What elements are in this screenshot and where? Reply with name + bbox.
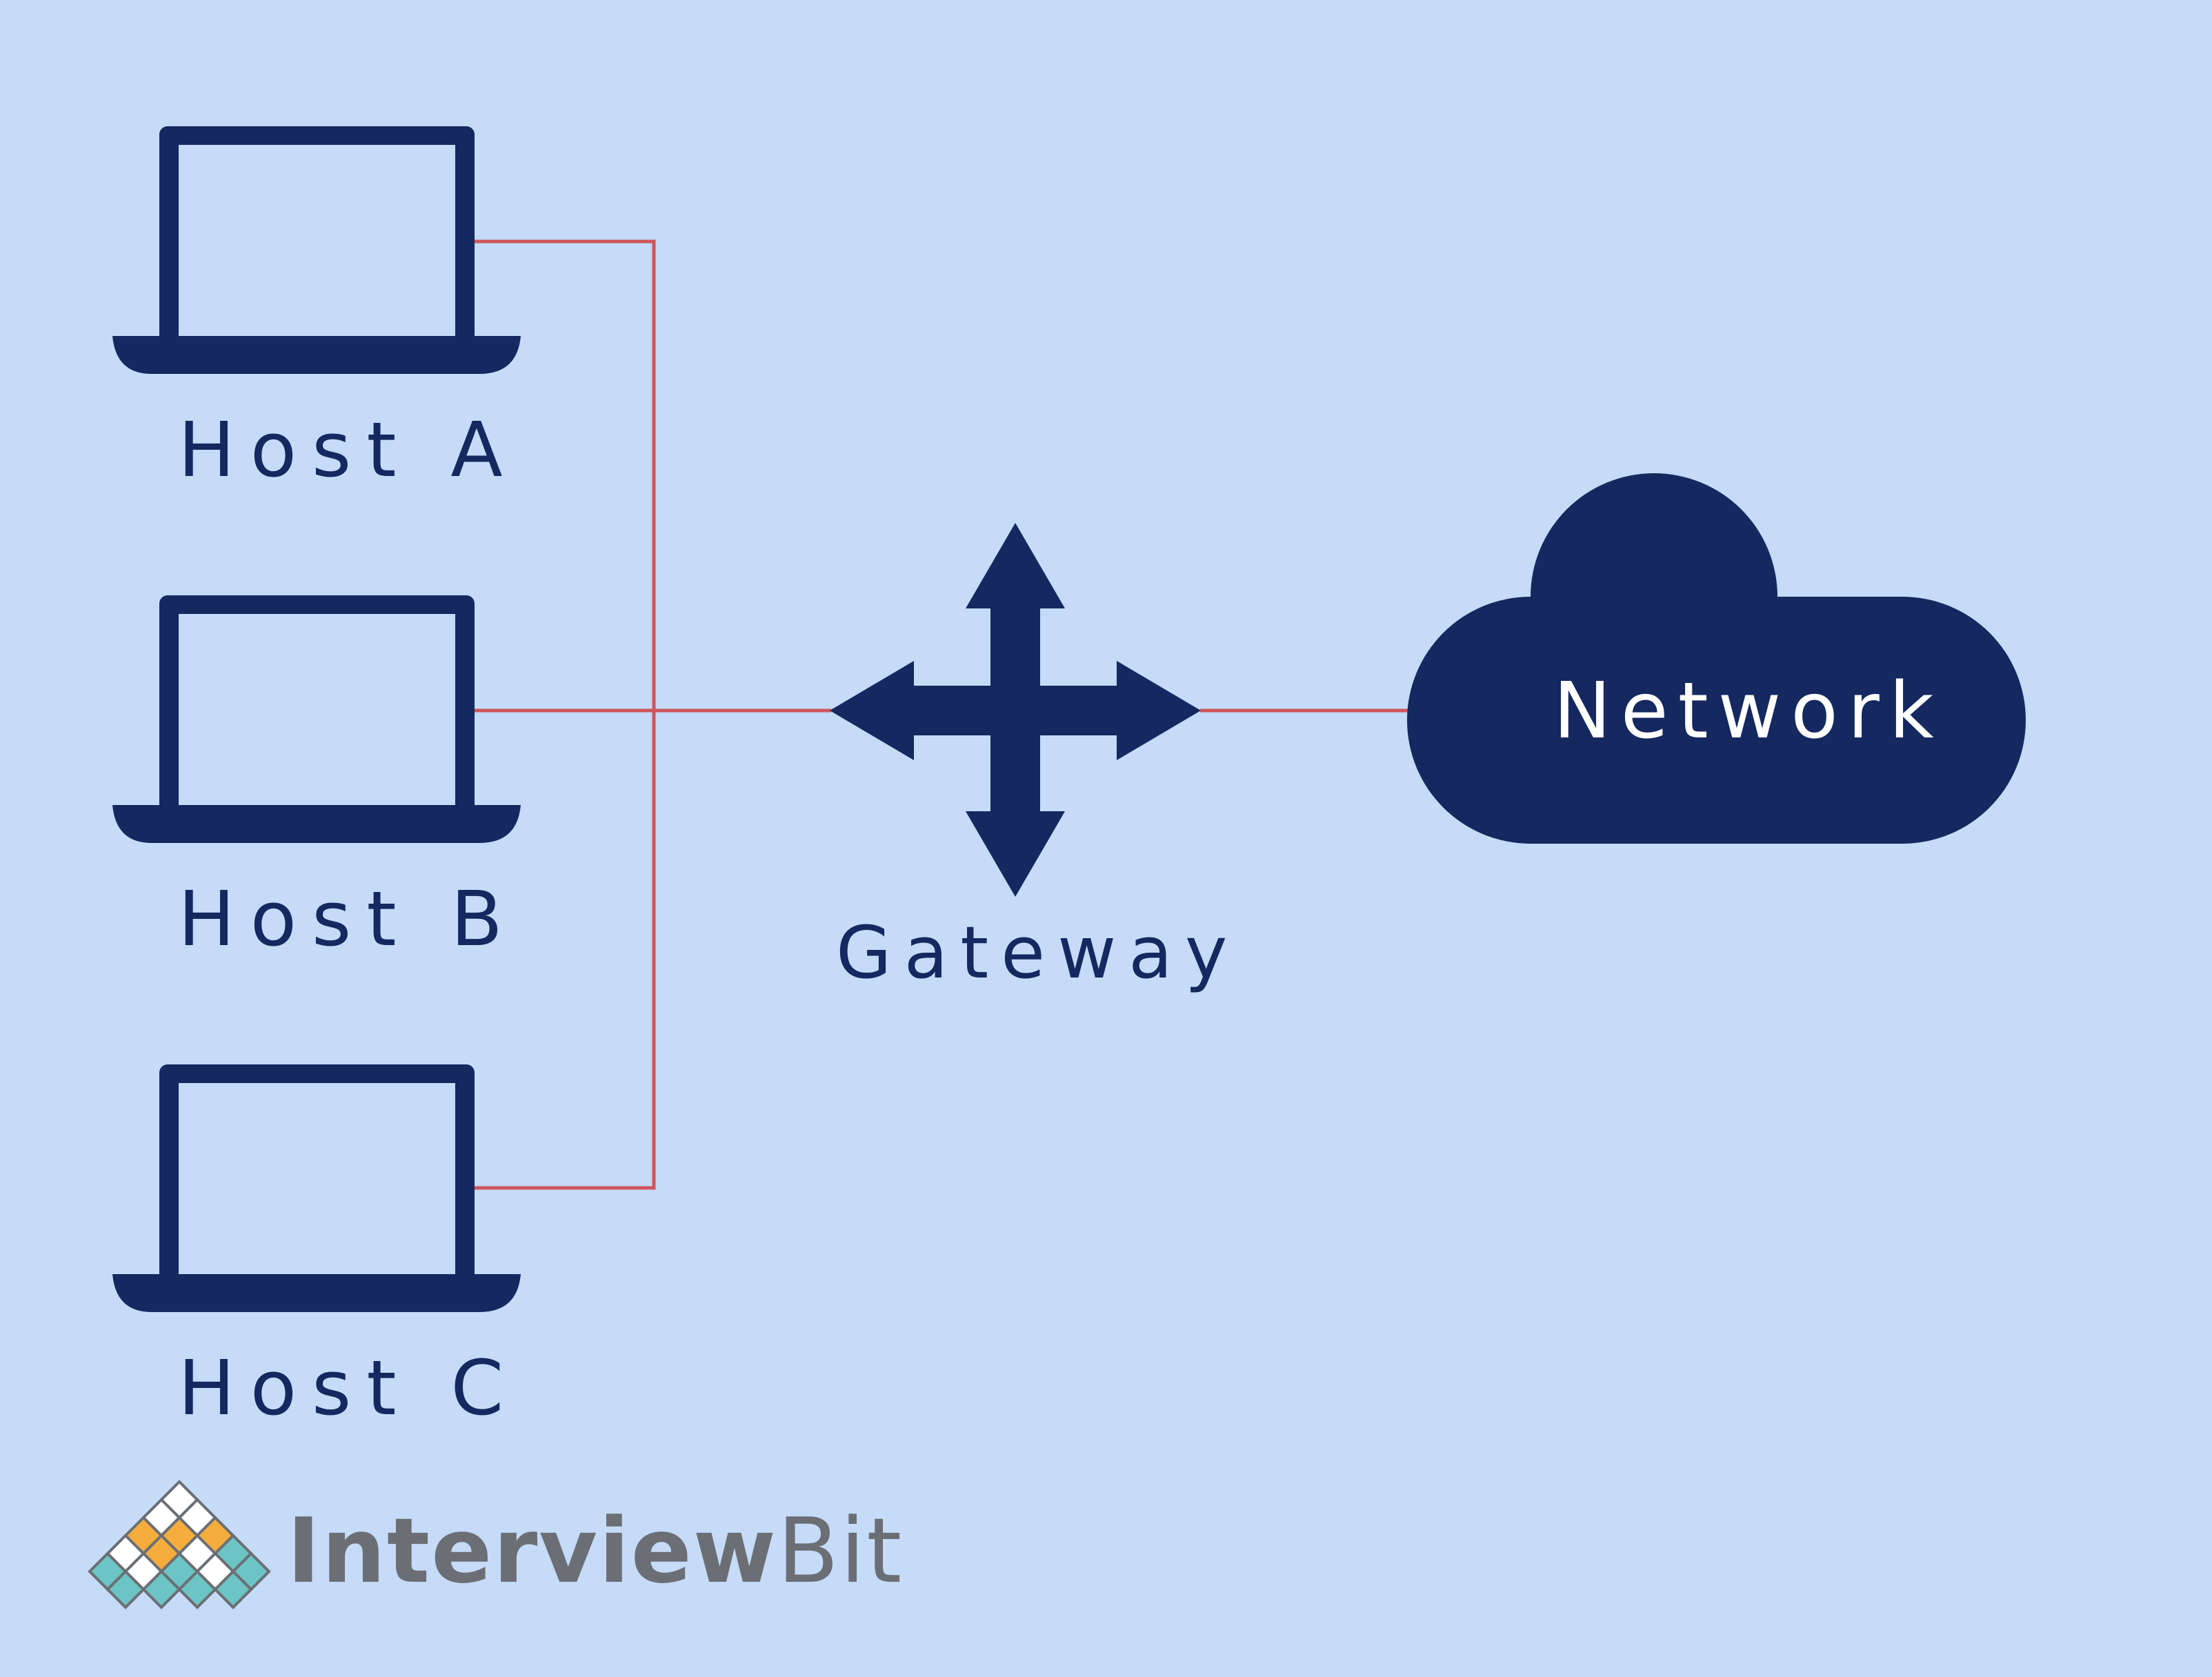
logo-text-bold: Interview: [287, 1498, 777, 1603]
connector-lines: [475, 239, 1426, 1190]
network-label: Network: [1553, 666, 1944, 756]
interviewbit-logo-mark: [88, 1480, 271, 1609]
network-cloud-icon: [1407, 473, 2026, 844]
interviewbit-logo-text: InterviewBit: [287, 1498, 903, 1603]
gateway-four-way-arrow-icon: [830, 523, 1201, 897]
host-c-label: Host C: [178, 1344, 519, 1432]
host-a-label: Host A: [178, 406, 518, 494]
logo-text-light: Bit: [777, 1498, 904, 1603]
host-a-laptop-icon: [112, 126, 521, 374]
connector-host-a: [475, 239, 656, 711]
connector-host-c: [475, 711, 656, 1190]
host-b-label: Host B: [178, 875, 518, 963]
gateway-label: Gateway: [836, 911, 1240, 995]
host-b-laptop-icon: [112, 595, 521, 843]
host-c-laptop-icon: [112, 1064, 521, 1312]
